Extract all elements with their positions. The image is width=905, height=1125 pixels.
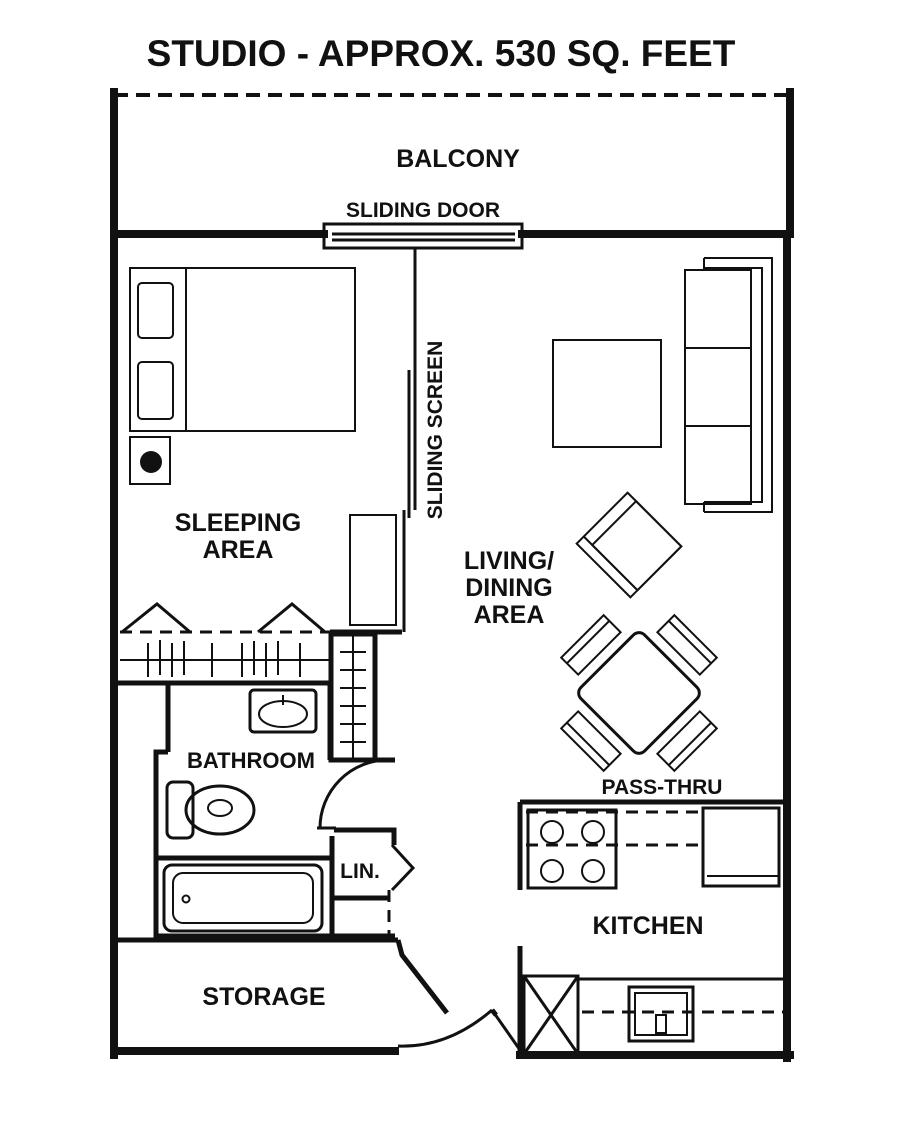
coffee-table xyxy=(552,339,662,448)
kitchen: PASS-THRU KITCHEN xyxy=(517,776,787,1056)
bathroom-sink xyxy=(248,688,318,734)
linen-label: LIN. xyxy=(340,860,380,883)
storage: STORAGE xyxy=(114,937,522,1051)
burner xyxy=(540,820,564,844)
hall-closet-hangers xyxy=(340,651,366,743)
bathroom: BATHROOM xyxy=(153,683,395,939)
pillow xyxy=(137,361,174,420)
sliding-screen: SLIDING SCREEN xyxy=(402,248,447,632)
nightstand xyxy=(129,436,171,485)
toilet-tank xyxy=(165,780,195,840)
pass-thru-label: PASS-THRU xyxy=(602,776,723,799)
armchair xyxy=(575,491,683,599)
sliding-screen-label: SLIDING SCREEN xyxy=(424,341,447,520)
living-label-3: AREA xyxy=(474,601,545,629)
bathtub xyxy=(162,863,324,933)
sleeping-area: SLEEPING AREA xyxy=(129,267,397,626)
sliding-door-label: SLIDING DOOR xyxy=(346,199,500,222)
sleeping-area-label-2: AREA xyxy=(203,536,274,564)
refrigerator xyxy=(701,806,781,888)
exterior-walls xyxy=(110,230,794,1062)
plan-title: STUDIO - APPROX. 530 SQ. FEET xyxy=(147,33,736,74)
lamp-icon xyxy=(140,451,162,473)
toilet-bowl xyxy=(184,784,256,836)
linen-closet: LIN. xyxy=(334,827,416,938)
pantry xyxy=(522,974,580,1056)
bed xyxy=(129,267,356,432)
stove xyxy=(526,808,618,890)
closet-hangers xyxy=(147,640,301,677)
tub-drain xyxy=(181,894,191,904)
dining-table xyxy=(577,631,701,755)
sliding-door: SLIDING DOOR xyxy=(322,199,524,250)
storage-label: STORAGE xyxy=(202,983,325,1011)
dining-set xyxy=(559,613,719,773)
entry-door xyxy=(397,1008,493,1048)
faucet-icon xyxy=(655,1014,667,1034)
living-label-1: LIVING/ xyxy=(464,547,554,575)
balcony-label: BALCONY xyxy=(396,145,520,173)
burner xyxy=(540,859,564,883)
sliding-door-frame xyxy=(322,222,524,250)
closet xyxy=(114,602,378,763)
living-dining-area: LIVING/ DINING AREA xyxy=(464,257,773,773)
bathroom-label: BATHROOM xyxy=(187,748,315,773)
living-label-2: DINING xyxy=(465,574,553,602)
pillow xyxy=(137,282,174,339)
kitchen-label: KITCHEN xyxy=(592,912,703,940)
balcony: BALCONY xyxy=(110,88,794,238)
sofa xyxy=(684,257,773,513)
kitchen-sink xyxy=(627,985,695,1043)
bathroom-door xyxy=(318,758,389,829)
burner xyxy=(581,859,605,883)
dresser xyxy=(349,514,397,626)
burner xyxy=(581,820,605,844)
sleeping-area-label: SLEEPING xyxy=(175,509,301,537)
